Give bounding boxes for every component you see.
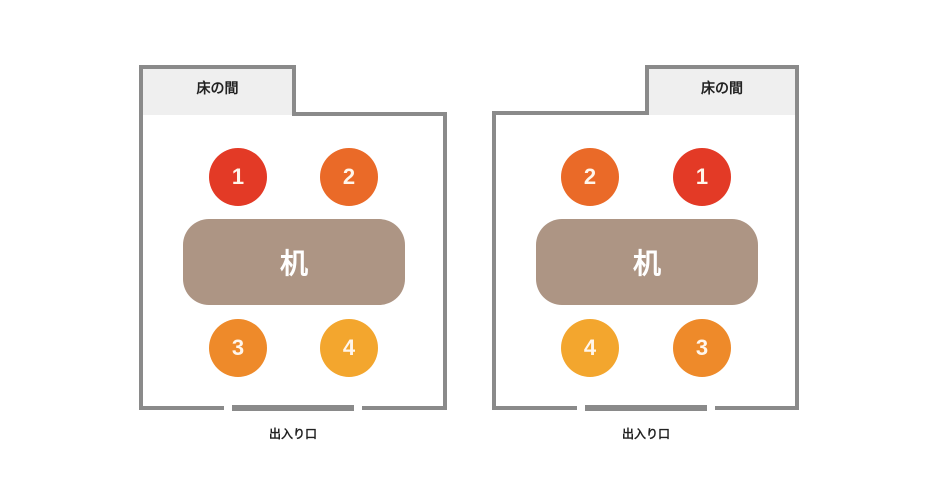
seat-1: 1 bbox=[673, 148, 731, 206]
wall-left bbox=[139, 65, 143, 410]
seat-number: 3 bbox=[231, 335, 245, 360]
entrance-label: 出入り口 bbox=[621, 427, 670, 441]
wall-top-main bbox=[492, 111, 649, 115]
table-label: 机 bbox=[632, 247, 661, 280]
tokonoma-label: 床の間 bbox=[196, 81, 239, 97]
seat-number: 2 bbox=[342, 164, 356, 189]
tokonoma-label: 床の間 bbox=[701, 81, 743, 97]
table: 机 bbox=[183, 219, 405, 305]
seat-number: 1 bbox=[231, 164, 245, 189]
seat-1: 1 bbox=[209, 148, 267, 206]
tokonoma-area bbox=[649, 69, 795, 115]
seat-2: 2 bbox=[561, 148, 619, 206]
seat-number: 3 bbox=[695, 335, 709, 360]
seat-number: 2 bbox=[583, 164, 597, 189]
wall-tokonoma-step bbox=[645, 65, 649, 115]
wall-bottom-left bbox=[492, 406, 577, 410]
seat-4: 4 bbox=[561, 319, 619, 377]
seat-3: 3 bbox=[209, 319, 267, 377]
wall-right bbox=[443, 112, 447, 410]
seat-2: 2 bbox=[320, 148, 378, 206]
wall-top-main bbox=[292, 112, 447, 116]
wall-bottom-right bbox=[362, 406, 447, 410]
wall-left bbox=[492, 111, 496, 410]
wall-bottom-left bbox=[139, 406, 224, 410]
wall-top-tokonoma bbox=[139, 65, 296, 69]
seat-4: 4 bbox=[320, 319, 378, 377]
wall-right bbox=[795, 65, 799, 410]
entrance-door bbox=[232, 405, 354, 411]
table: 机 bbox=[536, 219, 758, 305]
wall-bottom-right bbox=[715, 406, 799, 410]
table-label: 机 bbox=[279, 247, 308, 280]
wall-tokonoma-step bbox=[292, 65, 296, 116]
seat-number: 1 bbox=[695, 164, 709, 189]
entrance-label: 出入り口 bbox=[268, 427, 317, 441]
seat-number: 4 bbox=[342, 335, 356, 360]
seat-3: 3 bbox=[673, 319, 731, 377]
tokonoma-area bbox=[143, 69, 292, 115]
entrance-door bbox=[585, 405, 707, 411]
seat-number: 4 bbox=[583, 335, 597, 360]
wall-top-tokonoma bbox=[645, 65, 799, 69]
